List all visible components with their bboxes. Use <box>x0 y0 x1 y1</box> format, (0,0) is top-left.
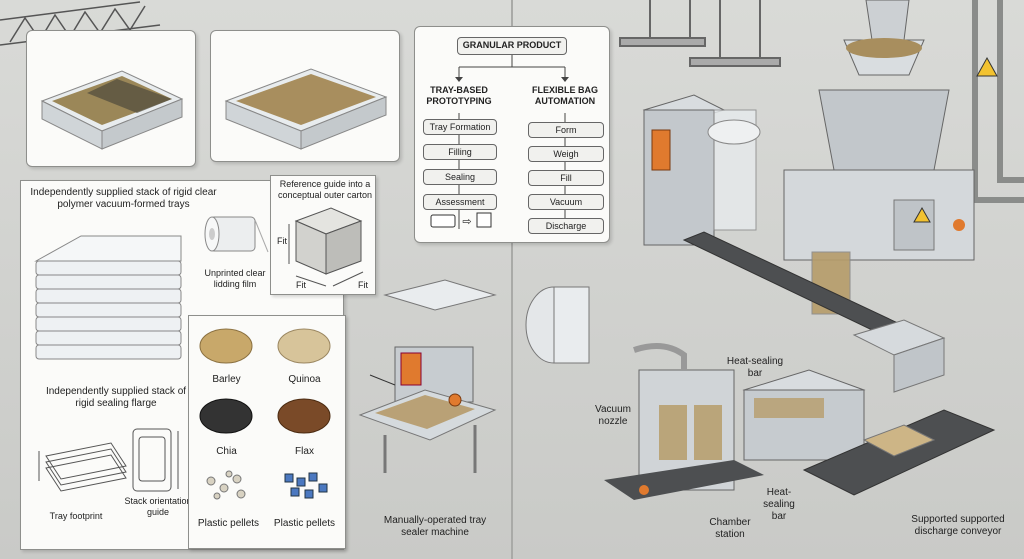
chamber-station-label: Chamber station <box>709 517 751 540</box>
grain-label-quinoa: Quinoa <box>288 374 321 385</box>
orientation-caption: Stack orientation guide <box>124 496 192 517</box>
flow-left-step-4: Assessment <box>423 194 497 210</box>
conveyor-label: Supported supported discharge conveyor <box>911 514 1005 537</box>
tray-photo-panel-2 <box>210 30 400 162</box>
vacuum-nozzle-label: Vacuum nozzle <box>595 404 631 427</box>
heat-bar-bottom-label: Heat-sealing bar <box>763 487 795 522</box>
flow-arrow-glyph: ⇨ <box>462 216 472 228</box>
flow-left-step-2: Filling <box>423 144 497 160</box>
carton-caption: Reference guide into a conceptual outer … <box>277 179 373 200</box>
ceiling-rails <box>619 0 781 67</box>
fit-label-bottom-right: Fit <box>358 280 368 290</box>
flow-left-step-1: Tray Formation <box>423 119 497 135</box>
grain-label-pellets-2: Plastic pellets <box>273 518 336 529</box>
footprint-caption: Tray footprint <box>49 511 103 521</box>
trays-stack-caption: Independently supplied stack of rigid cl… <box>30 187 217 210</box>
tray-sealer-caption: Manually-operated tray sealer machine <box>383 515 487 538</box>
box-icon-small <box>476 212 492 228</box>
carton-panel: Reference guide into a conceptual outer … <box>270 175 376 295</box>
flow-right-step-4: Vacuum <box>528 194 604 210</box>
grain-label-barley: Barley <box>212 374 241 385</box>
grain-pile-quinoa <box>277 328 331 364</box>
grain-pile-chia <box>199 398 253 434</box>
film-caption: Unprinted clear lidding film <box>204 268 266 289</box>
form-machine <box>642 94 761 246</box>
grain-label-pellets-1: Plastic pellets <box>197 518 260 529</box>
wall-pipes <box>972 0 1024 203</box>
heat-bar-top-label: Heat-sealing bar <box>726 356 784 379</box>
bag-automation-line <box>525 0 996 500</box>
flow-right-step-2: Weigh <box>528 146 604 162</box>
tray-icon-small <box>430 214 456 228</box>
carton-drawing <box>288 207 364 287</box>
flow-root: GRANULAR PRODUCT <box>457 37 567 55</box>
flowchart-panel: GRANULAR PRODUCT TRAY-BASED PROTOTYPING … <box>414 26 610 243</box>
tray-stack-drawing <box>34 235 182 492</box>
flow-right-title: FLEXIBLE BAG AUTOMATION <box>531 85 598 106</box>
flow-left-title: TRAY-BASED PROTOTYPING <box>426 85 492 106</box>
tray-sealer-machine <box>358 279 497 473</box>
grain-label-chia: Chia <box>216 446 237 457</box>
flow-right-step-3: Fill <box>528 170 604 186</box>
multihead-weigher <box>783 0 975 261</box>
flow-right-step-1: Form <box>528 122 604 138</box>
film-roll <box>204 216 269 253</box>
pellets-white <box>206 470 246 500</box>
grain-pile-flax <box>277 398 331 434</box>
fit-label-bottom-left: Fit <box>296 280 306 290</box>
grain-label-flax: Flax <box>295 446 314 457</box>
grain-pile-barley <box>199 328 253 364</box>
tray-photo-panel-1 <box>26 30 196 167</box>
flow-left-step-3: Sealing <box>423 169 497 185</box>
flange-caption: Independently supplied stack of rigid se… <box>45 386 187 409</box>
warning-sign-wall <box>976 56 998 77</box>
pellets-blue <box>284 472 328 499</box>
fit-label-side: Fit <box>277 236 287 246</box>
flow-right-step-5: Discharge <box>528 218 604 234</box>
grains-panel: Barley Quinoa Chia Flax Plastic pellets … <box>188 315 346 549</box>
